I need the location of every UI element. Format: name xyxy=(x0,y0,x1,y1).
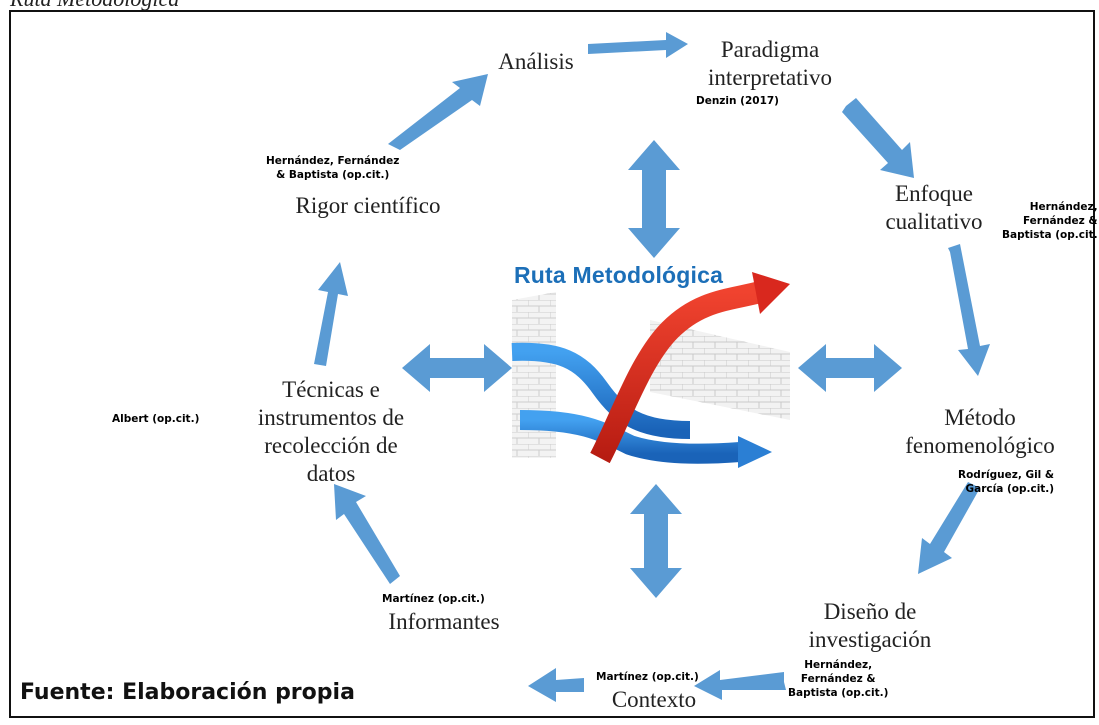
center-title: Ruta Metodológica xyxy=(514,262,724,288)
node-metodo: Método fenomenológico xyxy=(905,405,1055,458)
citation-albert: Albert (op.cit.) xyxy=(112,413,200,425)
node-paradigma: Paradigma interpretativo xyxy=(708,37,832,90)
arrow-informantes-tecnicas xyxy=(334,484,400,584)
node-tecnicas: Técnicas e instrumentos de recolección d… xyxy=(257,377,405,486)
node-contexto: Contexto xyxy=(611,687,697,712)
arrow-analisis-paradigma xyxy=(588,32,688,58)
diagram-frame xyxy=(9,10,1095,718)
citation-martinez-contexto: Martínez (op.cit.) xyxy=(596,671,699,683)
citation-denzin: Denzin (2017) xyxy=(696,95,779,107)
arrow-paradigma-enfoque xyxy=(842,98,914,178)
arrow-tecnicas-rigor xyxy=(314,262,348,366)
citation-hfb-diseno: Hernández, Fernández & Baptista (op.cit.… xyxy=(788,659,889,699)
node-informantes: Informantes xyxy=(388,609,500,634)
citation-hfb-rigor: Hernández, Fernández & Baptista (op.cit.… xyxy=(266,155,400,181)
arrow-rigor-analisis xyxy=(388,74,488,150)
source-note: Fuente: Elaboración propia xyxy=(20,680,355,705)
double-arrow-left xyxy=(402,344,512,392)
double-arrow-top xyxy=(628,140,680,258)
link-arrows xyxy=(402,140,902,598)
node-analisis: Análisis xyxy=(498,49,574,74)
arrow-metodo-diseno xyxy=(918,482,980,574)
citation-rodriguez: Rodríguez, Gil & García (op.cit.) xyxy=(958,469,1055,495)
node-rigor: Rigor científico xyxy=(295,193,441,218)
citation-hfb-enfoque: Hernández, Fernández & Baptista (op.cit. xyxy=(1002,201,1098,241)
node-enfoque: Enfoque cualitativo xyxy=(885,181,983,234)
arrow-contexto-out xyxy=(528,668,584,702)
arrow-diseno-contexto xyxy=(694,670,786,700)
double-arrow-bottom xyxy=(630,484,682,598)
figure-caption: Ruta Metodológica xyxy=(10,0,179,12)
arrow-enfoque-metodo xyxy=(948,244,990,376)
cycle-arrows xyxy=(314,32,990,702)
citation-martinez-informantes: Martínez (op.cit.) xyxy=(382,593,485,605)
node-diseno: Diseño de investigación xyxy=(808,599,932,652)
center-image xyxy=(508,272,794,468)
double-arrow-right xyxy=(798,344,902,392)
